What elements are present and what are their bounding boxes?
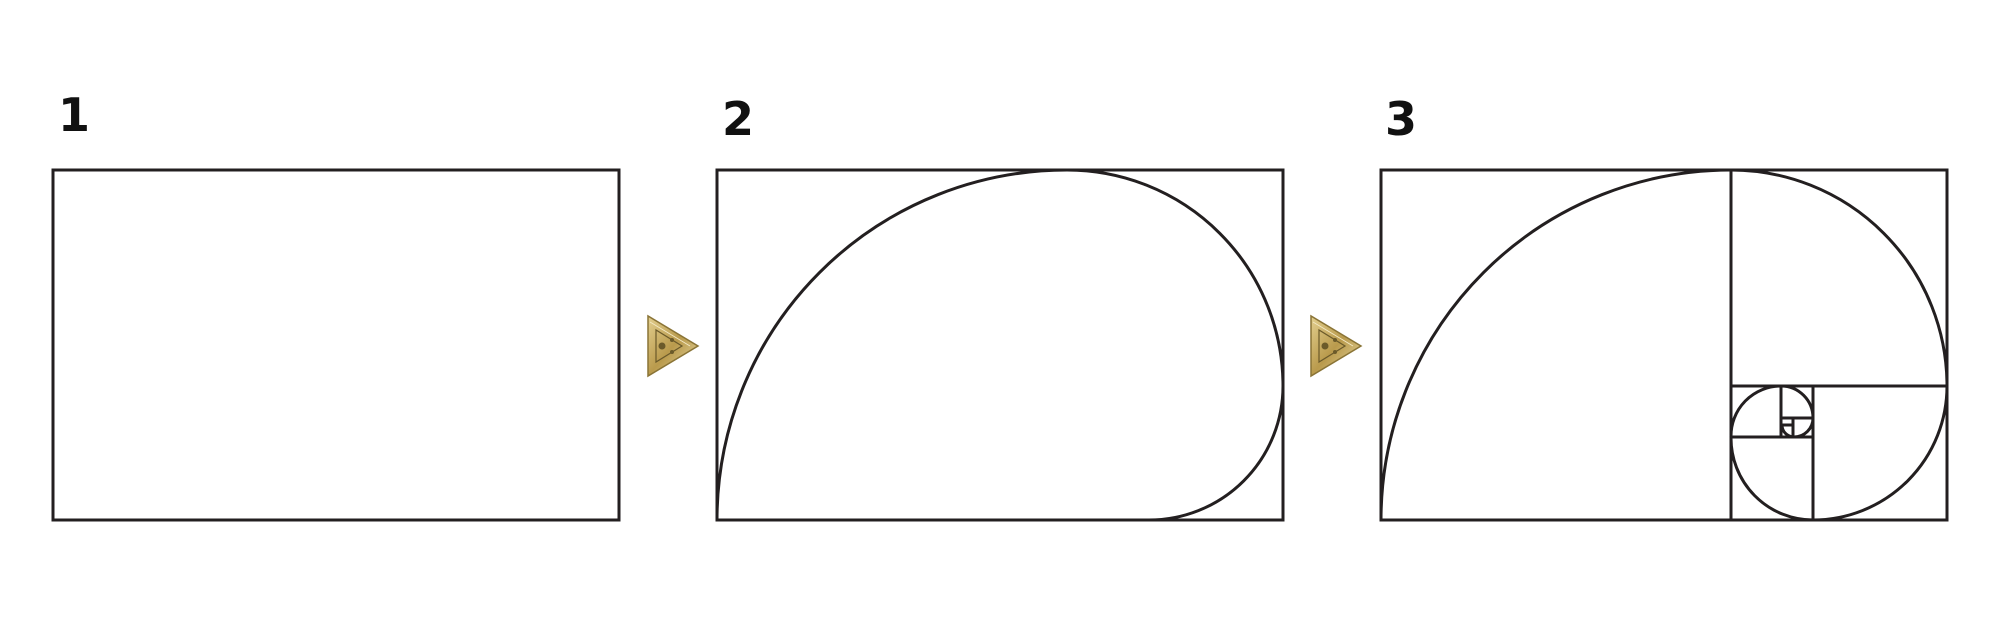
spiral-arc-medium	[1066, 168, 1285, 387]
golden-rectangle-2	[715, 168, 1285, 522]
golden-rectangle-1	[51, 168, 621, 522]
spiral-arc-1	[1379, 168, 1732, 521]
step-number-1: 1	[58, 88, 91, 142]
spiral-arc-4	[1729, 436, 1814, 522]
spiral-arc-6	[1780, 384, 1815, 419]
golden-rectangle-3	[1379, 168, 1949, 522]
panel-1	[51, 168, 621, 522]
step-number-2: 2	[722, 92, 755, 146]
spiral-arc-3	[1812, 385, 1949, 522]
spiral-arc-7	[1793, 417, 1815, 439]
arrow-icon-2	[1310, 314, 1363, 378]
panel-2	[715, 168, 1285, 522]
spiral-arc-5	[1729, 384, 1782, 438]
spiral-arc-small	[1148, 385, 1285, 522]
spiral-arc-2	[1730, 168, 1949, 387]
step-number-3: 3	[1385, 92, 1418, 146]
spiral-arc-large	[715, 168, 1068, 521]
spiral-arc-8	[1780, 424, 1795, 439]
panel-3	[1379, 168, 1949, 522]
arrow-icon-1	[647, 314, 700, 378]
